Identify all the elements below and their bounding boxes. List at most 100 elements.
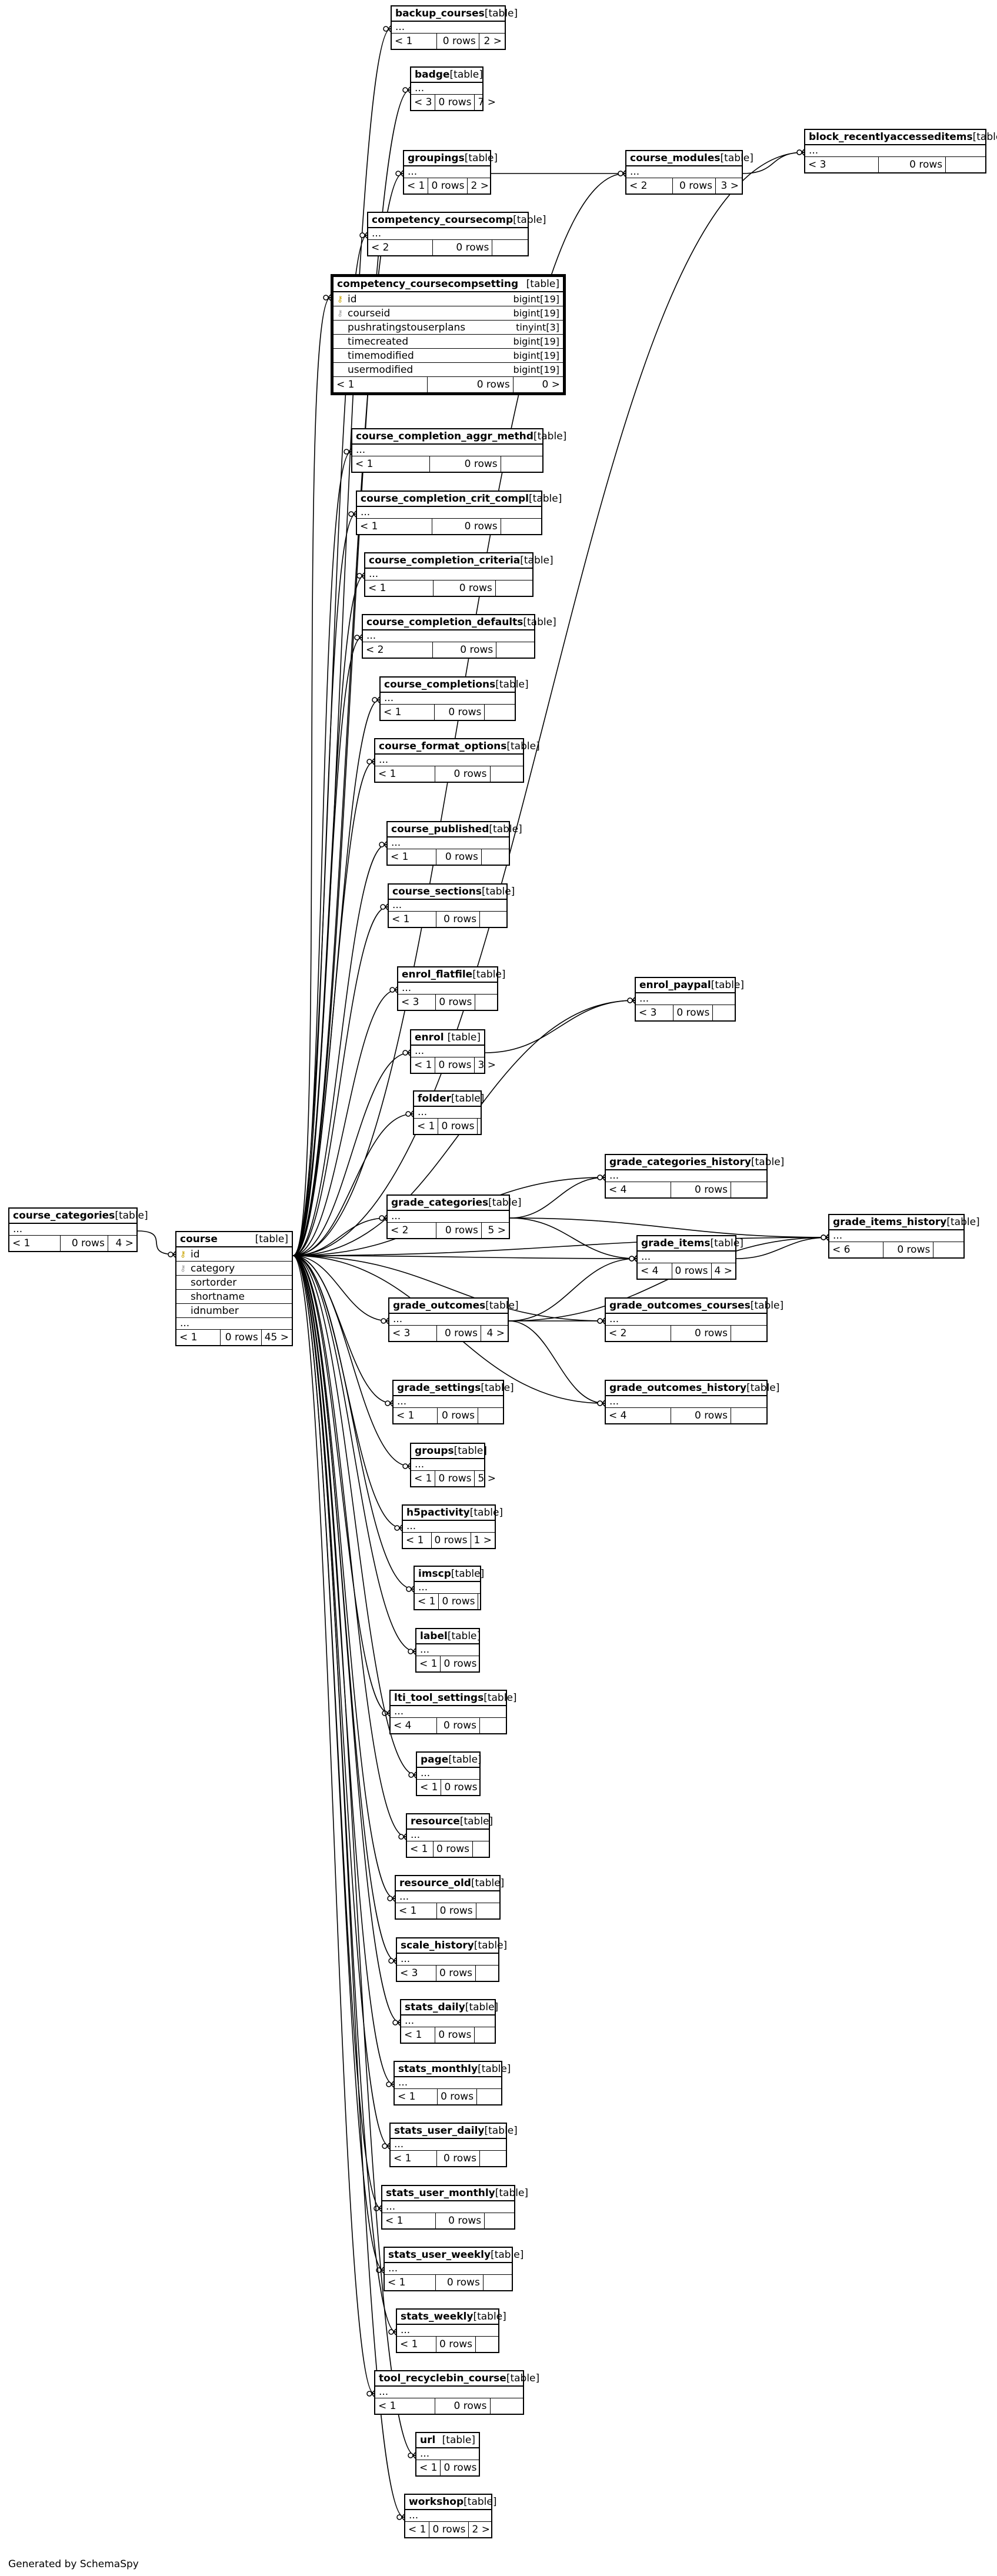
children-count-link[interactable]: [496, 642, 534, 658]
children-count-link[interactable]: [485, 705, 515, 720]
parents-count-link[interactable]: < 3: [397, 1966, 436, 1981]
column-row[interactable]: shortname: [176, 1290, 292, 1304]
children-count-link[interactable]: [480, 1656, 486, 1671]
children-count-link[interactable]: 3 >: [721, 180, 739, 192]
parents-count-link[interactable]: < 1: [411, 1471, 436, 1486]
children-count-link[interactable]: [713, 1005, 735, 1020]
parents-count-link[interactable]: < 4: [606, 1408, 672, 1423]
column-row[interactable]: ⚷id: [176, 1247, 292, 1262]
children-count-link[interactable]: [485, 2213, 514, 2228]
table-name[interactable]: grade_outcomes_history: [609, 1382, 747, 1394]
table-name[interactable]: tool_recyclebin_course: [379, 2373, 506, 2384]
parents-count-link[interactable]: < 1: [388, 849, 437, 865]
parents-count-link[interactable]: < 1: [414, 1119, 439, 1134]
parents-count-link[interactable]: < 1: [411, 1057, 436, 1073]
table-name[interactable]: grade_categories: [391, 1197, 489, 1209]
table-name[interactable]: enrol_paypal: [639, 979, 711, 991]
table-name[interactable]: stats_user_monthly: [386, 2187, 495, 2199]
children-count-link[interactable]: [476, 1903, 499, 1918]
children-count-link[interactable]: [478, 1119, 484, 1134]
parents-count-link[interactable]: < 1: [385, 2275, 436, 2290]
table-name[interactable]: grade_outcomes: [393, 1300, 486, 1312]
table-name[interactable]: resource: [411, 1816, 460, 1827]
parents-count-link[interactable]: < 1: [389, 912, 436, 927]
table-name[interactable]: stats_monthly: [398, 2063, 478, 2075]
children-count-link[interactable]: 45 >: [264, 1332, 289, 1343]
parents-count-link[interactable]: < 2: [368, 240, 434, 255]
parents-count-link[interactable]: < 1: [391, 2151, 438, 2166]
parents-count-link[interactable]: < 1: [365, 580, 434, 596]
parents-count-link[interactable]: < 3: [411, 95, 436, 110]
parents-count-link[interactable]: < 1: [352, 456, 430, 472]
table-name[interactable]: stats_user_daily: [394, 2125, 485, 2137]
table-name[interactable]: grade_items_history: [833, 1216, 947, 1228]
children-count-link[interactable]: [476, 2337, 498, 2352]
children-count-link[interactable]: [501, 456, 542, 472]
parents-count-link[interactable]: < 1: [375, 2398, 435, 2414]
table-name[interactable]: scale_history: [401, 1940, 474, 1951]
parents-count-link[interactable]: < 1: [415, 1594, 439, 1609]
table-name[interactable]: h5pactivity: [406, 1507, 470, 1519]
parents-count-link[interactable]: < 1: [381, 705, 435, 720]
children-count-link[interactable]: [480, 1718, 506, 1733]
table-name[interactable]: course_completion_aggr_methd: [356, 431, 533, 442]
children-count-link[interactable]: [478, 1594, 484, 1609]
table-name[interactable]: enrol_flatfile: [402, 969, 473, 980]
table-name[interactable]: url: [420, 2434, 436, 2446]
table-name[interactable]: label: [420, 1630, 448, 1642]
parents-count-link[interactable]: < 1: [394, 1408, 438, 1423]
parents-count-link[interactable]: < 1: [404, 178, 429, 193]
children-count-link[interactable]: [475, 2027, 495, 2043]
table-name[interactable]: course_sections: [392, 886, 482, 897]
parents-count-link[interactable]: < 1: [382, 2213, 436, 2228]
table-name[interactable]: stats_user_weekly: [388, 2249, 491, 2261]
parents-count-link[interactable]: < 1: [405, 2522, 430, 2537]
table-name[interactable]: course_completion_criteria: [369, 555, 521, 566]
children-count-link[interactable]: 0 >: [542, 379, 560, 391]
children-count-link[interactable]: [731, 1408, 766, 1423]
children-count-link[interactable]: 7 >: [478, 96, 496, 108]
table-name[interactable]: resource_old: [399, 1877, 471, 1889]
children-count-link[interactable]: [491, 766, 523, 782]
parents-count-link[interactable]: < 1: [396, 1903, 437, 1918]
table-block-recentlyaccesseditems[interactable]: block_recentlyaccesseditems[table]...< 3…: [804, 129, 997, 173]
parents-count-link[interactable]: < 4: [638, 1263, 672, 1279]
children-count-link[interactable]: [480, 912, 506, 927]
table-name[interactable]: stats_weekly: [401, 2311, 474, 2323]
children-count-link[interactable]: 3 >: [478, 1059, 496, 1071]
table-name[interactable]: grade_outcomes_courses: [609, 1300, 751, 1312]
parents-count-link[interactable]: < 1: [375, 766, 435, 782]
table-name[interactable]: folder: [418, 1093, 451, 1105]
children-count-link[interactable]: 5 >: [488, 1224, 506, 1236]
children-count-link[interactable]: [492, 240, 528, 255]
children-count-link[interactable]: [946, 157, 985, 172]
children-count-link[interactable]: [473, 1841, 489, 1857]
